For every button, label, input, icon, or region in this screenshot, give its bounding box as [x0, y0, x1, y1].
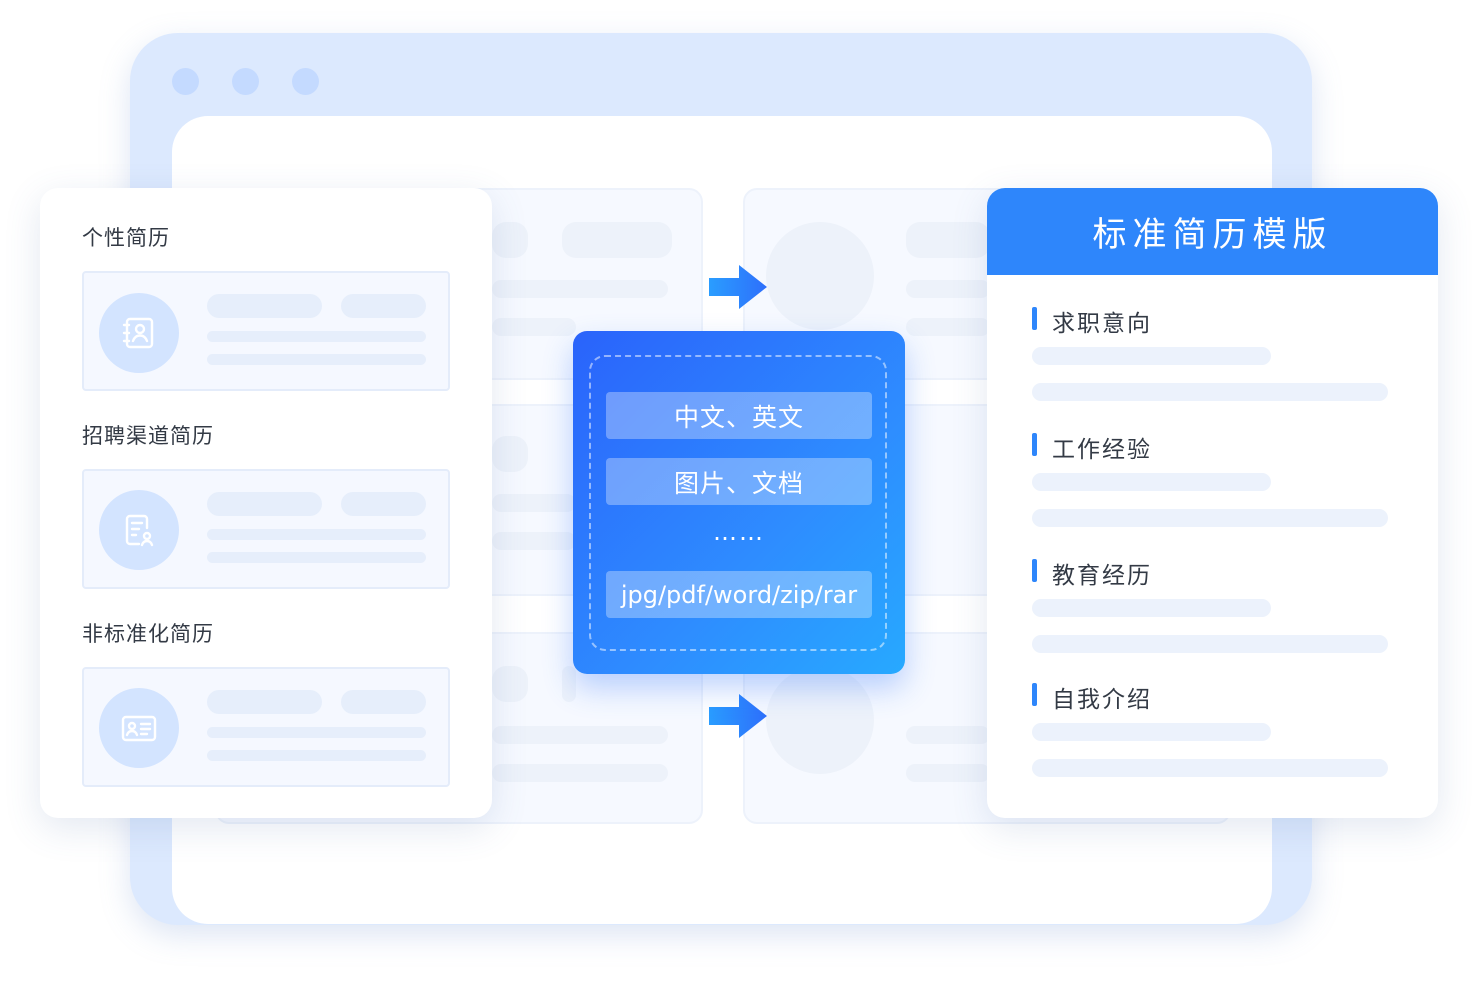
placeholder-line — [1032, 635, 1388, 653]
placeholder-line — [207, 354, 426, 365]
placeholder-line — [341, 690, 426, 714]
placeholder-line — [207, 727, 426, 738]
supported-formats-chip: jpg/pdf/word/zip/rar — [606, 571, 872, 618]
placeholder-line — [341, 294, 426, 318]
upload-dropzone[interactable] — [589, 355, 887, 651]
background-pill — [492, 532, 576, 550]
contact-card-icon — [99, 293, 179, 373]
more-ellipsis: …… — [713, 518, 765, 546]
placeholder-line — [207, 294, 322, 318]
section-education: 教育经历 — [1052, 563, 1152, 589]
placeholder-line — [207, 552, 426, 563]
template-title: 标准简历模版 — [987, 188, 1438, 275]
section-work-experience: 工作经验 — [1052, 437, 1152, 463]
background-pill — [906, 764, 990, 782]
window-dot-1 — [172, 68, 199, 95]
format-conversion-card — [573, 331, 905, 674]
background-pill — [492, 764, 668, 782]
arrow-right-icon — [709, 694, 769, 738]
background-pill — [492, 436, 528, 472]
background-pill — [562, 222, 672, 258]
section-marker — [1032, 559, 1037, 582]
background-avatar — [766, 222, 874, 330]
background-pill — [906, 318, 990, 336]
background-pill — [562, 666, 576, 702]
section-marker — [1032, 433, 1037, 456]
arrow-right-icon — [709, 265, 769, 309]
document-user-icon — [99, 490, 179, 570]
language-chip: 中文、英文 — [606, 392, 872, 439]
window-dot-3 — [292, 68, 319, 95]
background-pill — [906, 222, 990, 258]
section-title-personal-resume: 个性简历 — [82, 226, 170, 250]
placeholder-line — [341, 492, 426, 516]
placeholder-line — [207, 492, 322, 516]
background-avatar — [766, 666, 874, 774]
placeholder-line — [1032, 509, 1388, 527]
placeholder-line — [207, 529, 426, 540]
id-card-icon — [99, 688, 179, 768]
placeholder-line — [1032, 599, 1271, 617]
placeholder-line — [207, 750, 426, 761]
standard-template-panel — [987, 188, 1438, 818]
section-marker — [1032, 683, 1037, 706]
background-pill — [492, 494, 576, 512]
placeholder-line — [1032, 347, 1271, 365]
placeholder-line — [1032, 383, 1388, 401]
placeholder-line — [1032, 473, 1271, 491]
section-job-intention: 求职意向 — [1052, 311, 1152, 337]
placeholder-line — [1032, 723, 1271, 741]
file-type-chip: 图片、文档 — [606, 458, 872, 505]
placeholder-line — [1032, 759, 1388, 777]
background-pill — [906, 280, 990, 298]
section-title-channel-resume: 招聘渠道简历 — [82, 424, 214, 448]
background-pill — [492, 726, 668, 744]
section-title-nonstandard-resume: 非标准化简历 — [82, 622, 214, 646]
section-self-introduction: 自我介绍 — [1052, 687, 1152, 713]
placeholder-line — [207, 690, 322, 714]
section-marker — [1032, 307, 1037, 330]
placeholder-line — [207, 331, 426, 342]
background-pill — [492, 222, 528, 258]
window-dot-2 — [232, 68, 259, 95]
background-pill — [492, 666, 528, 702]
background-pill — [492, 280, 668, 298]
background-pill — [492, 318, 576, 336]
background-pill — [906, 726, 990, 744]
